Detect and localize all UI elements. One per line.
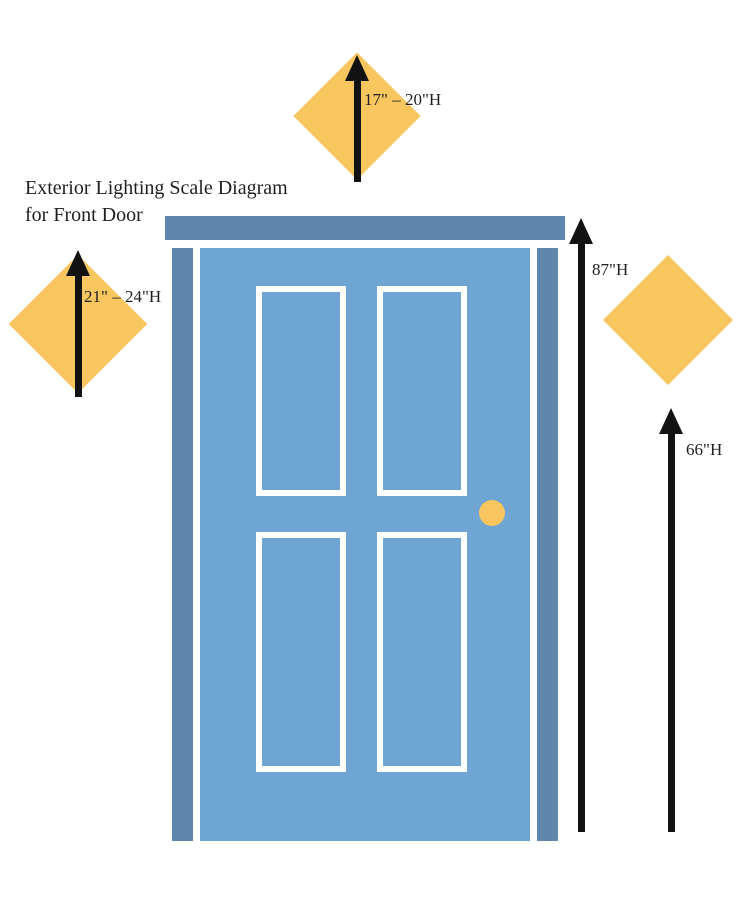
left-fixture-height-label: 21" – 24"H <box>84 287 162 306</box>
fixture-mount-height-arrow-icon <box>659 408 683 832</box>
arrow-line <box>353 81 361 182</box>
arrow-head-icon <box>569 218 593 244</box>
left-fixture-height-arrow-icon <box>66 250 90 397</box>
door-height-label: 87"H <box>592 260 629 279</box>
top-fixture-height-arrow-icon <box>345 55 369 182</box>
door-knob-icon <box>479 500 505 526</box>
arrow-line <box>667 434 675 832</box>
arrow-head-icon <box>659 408 683 434</box>
door-right-jamb <box>537 248 558 841</box>
diagram-title-line2: for Front Door <box>25 204 143 226</box>
arrow-head-icon <box>66 250 90 276</box>
arrow-line <box>74 276 82 397</box>
diagram-title: Exterior Lighting Scale Diagram for Fron… <box>25 175 288 229</box>
front-door <box>200 248 530 841</box>
arrow-line <box>577 244 585 832</box>
door-panel-top-right <box>377 286 467 496</box>
door-panel-bottom-left <box>256 532 346 772</box>
diagram-title-line1: Exterior Lighting Scale Diagram <box>25 177 288 199</box>
door-panel-bottom-right <box>377 532 467 772</box>
door-left-jamb <box>172 248 193 841</box>
door-header-trim <box>165 216 565 240</box>
door-height-arrow-icon <box>569 218 593 832</box>
fixture-mount-height-label: 66"H <box>686 440 723 459</box>
door-panel-top-left <box>256 286 346 496</box>
arrow-head-icon <box>345 55 369 81</box>
top-fixture-height-label: 17" – 20"H <box>364 90 442 109</box>
